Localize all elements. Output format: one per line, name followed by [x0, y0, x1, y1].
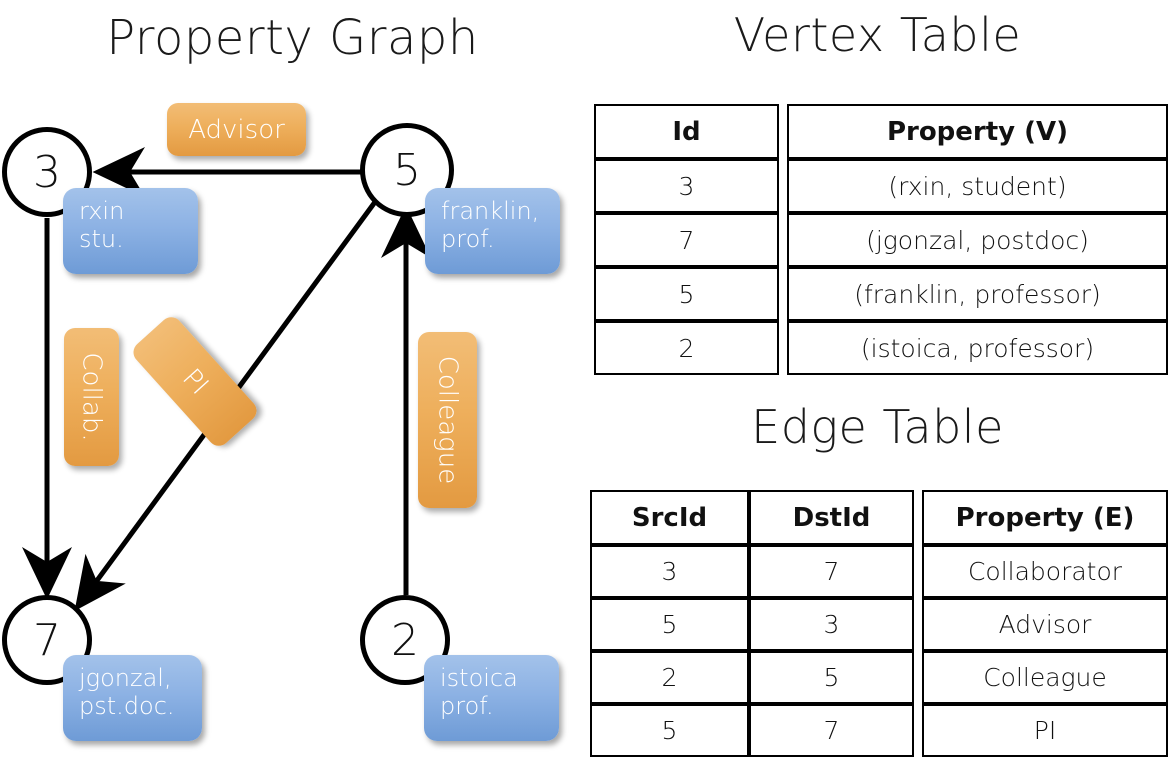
graph-node-5[interactable]: 5 — [360, 123, 454, 217]
page-title-edge-table: Edge Table — [751, 400, 1004, 454]
page-title-vertex-table: Vertex Table — [733, 8, 1022, 62]
table-row[interactable]: 3 (rxin, student) — [594, 159, 1168, 213]
vertex-property-5-line2: prof. — [441, 225, 495, 254]
vertex-row-1-property: (jgonzal, postdoc) — [787, 213, 1168, 267]
vertex-row-0-property: (rxin, student) — [787, 159, 1168, 213]
edge-table-column-gap — [914, 704, 922, 757]
table-row[interactable]: 5 3 Advisor — [590, 598, 1168, 651]
edge-table-column-gap — [914, 598, 922, 651]
edge-row-1-dst: 3 — [749, 598, 914, 651]
vertex-table: Id Property (V) 3 (rxin, student) 7 (jgo… — [594, 104, 1168, 375]
vertex-property-box-7: jgonzal, pst.doc. — [63, 655, 202, 741]
edge-table-header-srcid: SrcId — [590, 490, 749, 545]
edge-row-2-property: Colleague — [922, 651, 1168, 704]
vertex-property-box-2: istoica prof. — [424, 655, 559, 741]
edge-label-collab: Collab. — [64, 328, 119, 466]
edge-label-collab-text: Collab. — [76, 352, 107, 442]
vertex-property-2-line2: prof. — [440, 692, 494, 721]
vertex-table-column-gap — [779, 213, 787, 267]
vertex-property-5-line1: franklin, — [441, 197, 540, 225]
vertex-row-1-id: 7 — [594, 213, 779, 267]
edge-row-3-property: PI — [922, 704, 1168, 757]
vertex-row-3-id: 2 — [594, 321, 779, 375]
vertex-property-box-5: franklin, prof. — [425, 188, 560, 274]
edge-table-header-row: SrcId DstId Property (E) — [590, 490, 1168, 545]
graph-node-7-label: 7 — [33, 614, 61, 666]
vertex-table-column-gap — [779, 159, 787, 213]
edge-table: SrcId DstId Property (E) 3 7 Collaborato… — [590, 490, 1168, 757]
edge-table-column-gap — [914, 490, 922, 545]
table-row[interactable]: 7 (jgonzal, postdoc) — [594, 213, 1168, 267]
edge-table-column-gap — [914, 545, 922, 598]
edge-label-colleague: Colleague — [418, 332, 477, 508]
edge-label-advisor-text: Advisor — [188, 114, 285, 145]
vertex-row-2-id: 5 — [594, 267, 779, 321]
vertex-table-column-gap — [779, 267, 787, 321]
vertex-property-7-line2: pst.doc. — [79, 692, 175, 721]
vertex-table-column-gap — [779, 104, 787, 159]
graph-node-5-label: 5 — [393, 144, 421, 196]
vertex-property-7-line1: jgonzal, — [79, 664, 172, 692]
vertex-table-header-property: Property (V) — [787, 104, 1168, 159]
vertex-property-2-line1: istoica — [440, 664, 518, 692]
table-row[interactable]: 3 7 Collaborator — [590, 545, 1168, 598]
vertex-table-column-gap — [779, 321, 787, 375]
graph-node-3[interactable]: 3 — [2, 127, 92, 217]
vertex-row-2-property: (franklin, professor) — [787, 267, 1168, 321]
edge-label-colleague-text: Colleague — [432, 355, 463, 485]
edge-row-1-src: 5 — [590, 598, 749, 651]
edge-row-2-src: 2 — [590, 651, 749, 704]
edge-row-1-property: Advisor — [922, 598, 1168, 651]
edge-table-header-property: Property (E) — [922, 490, 1168, 545]
table-row[interactable]: 5 (franklin, professor) — [594, 267, 1168, 321]
vertex-table-header-id: Id — [594, 104, 779, 159]
page-title-property-graph: Property Graph — [106, 10, 479, 66]
vertex-row-0-id: 3 — [594, 159, 779, 213]
edge-row-3-src: 5 — [590, 704, 749, 757]
vertex-property-3-line2: stu. — [79, 225, 124, 254]
edge-label-pi-text: PI — [176, 362, 214, 401]
graph-node-3-label: 3 — [33, 146, 61, 198]
property-graph-diagram: 3 5 7 2 rxin stu. franklin, prof. jgonza… — [0, 80, 585, 760]
graph-node-2-label: 2 — [391, 614, 419, 666]
edge-row-0-dst: 7 — [749, 545, 914, 598]
vertex-property-3-line1: rxin — [79, 197, 125, 225]
edge-row-3-dst: 7 — [749, 704, 914, 757]
table-row[interactable]: 5 7 PI — [590, 704, 1168, 757]
edge-row-0-src: 3 — [590, 545, 749, 598]
edge-row-0-property: Collaborator — [922, 545, 1168, 598]
table-row[interactable]: 2 (istoica, professor) — [594, 321, 1168, 375]
vertex-table-header-row: Id Property (V) — [594, 104, 1168, 159]
edge-label-advisor: Advisor — [167, 103, 306, 156]
vertex-property-box-3: rxin stu. — [63, 188, 198, 274]
edge-row-2-dst: 5 — [749, 651, 914, 704]
edge-table-header-dstid: DstId — [749, 490, 914, 545]
vertex-row-3-property: (istoica, professor) — [787, 321, 1168, 375]
table-row[interactable]: 2 5 Colleague — [590, 651, 1168, 704]
edge-table-column-gap — [914, 651, 922, 704]
